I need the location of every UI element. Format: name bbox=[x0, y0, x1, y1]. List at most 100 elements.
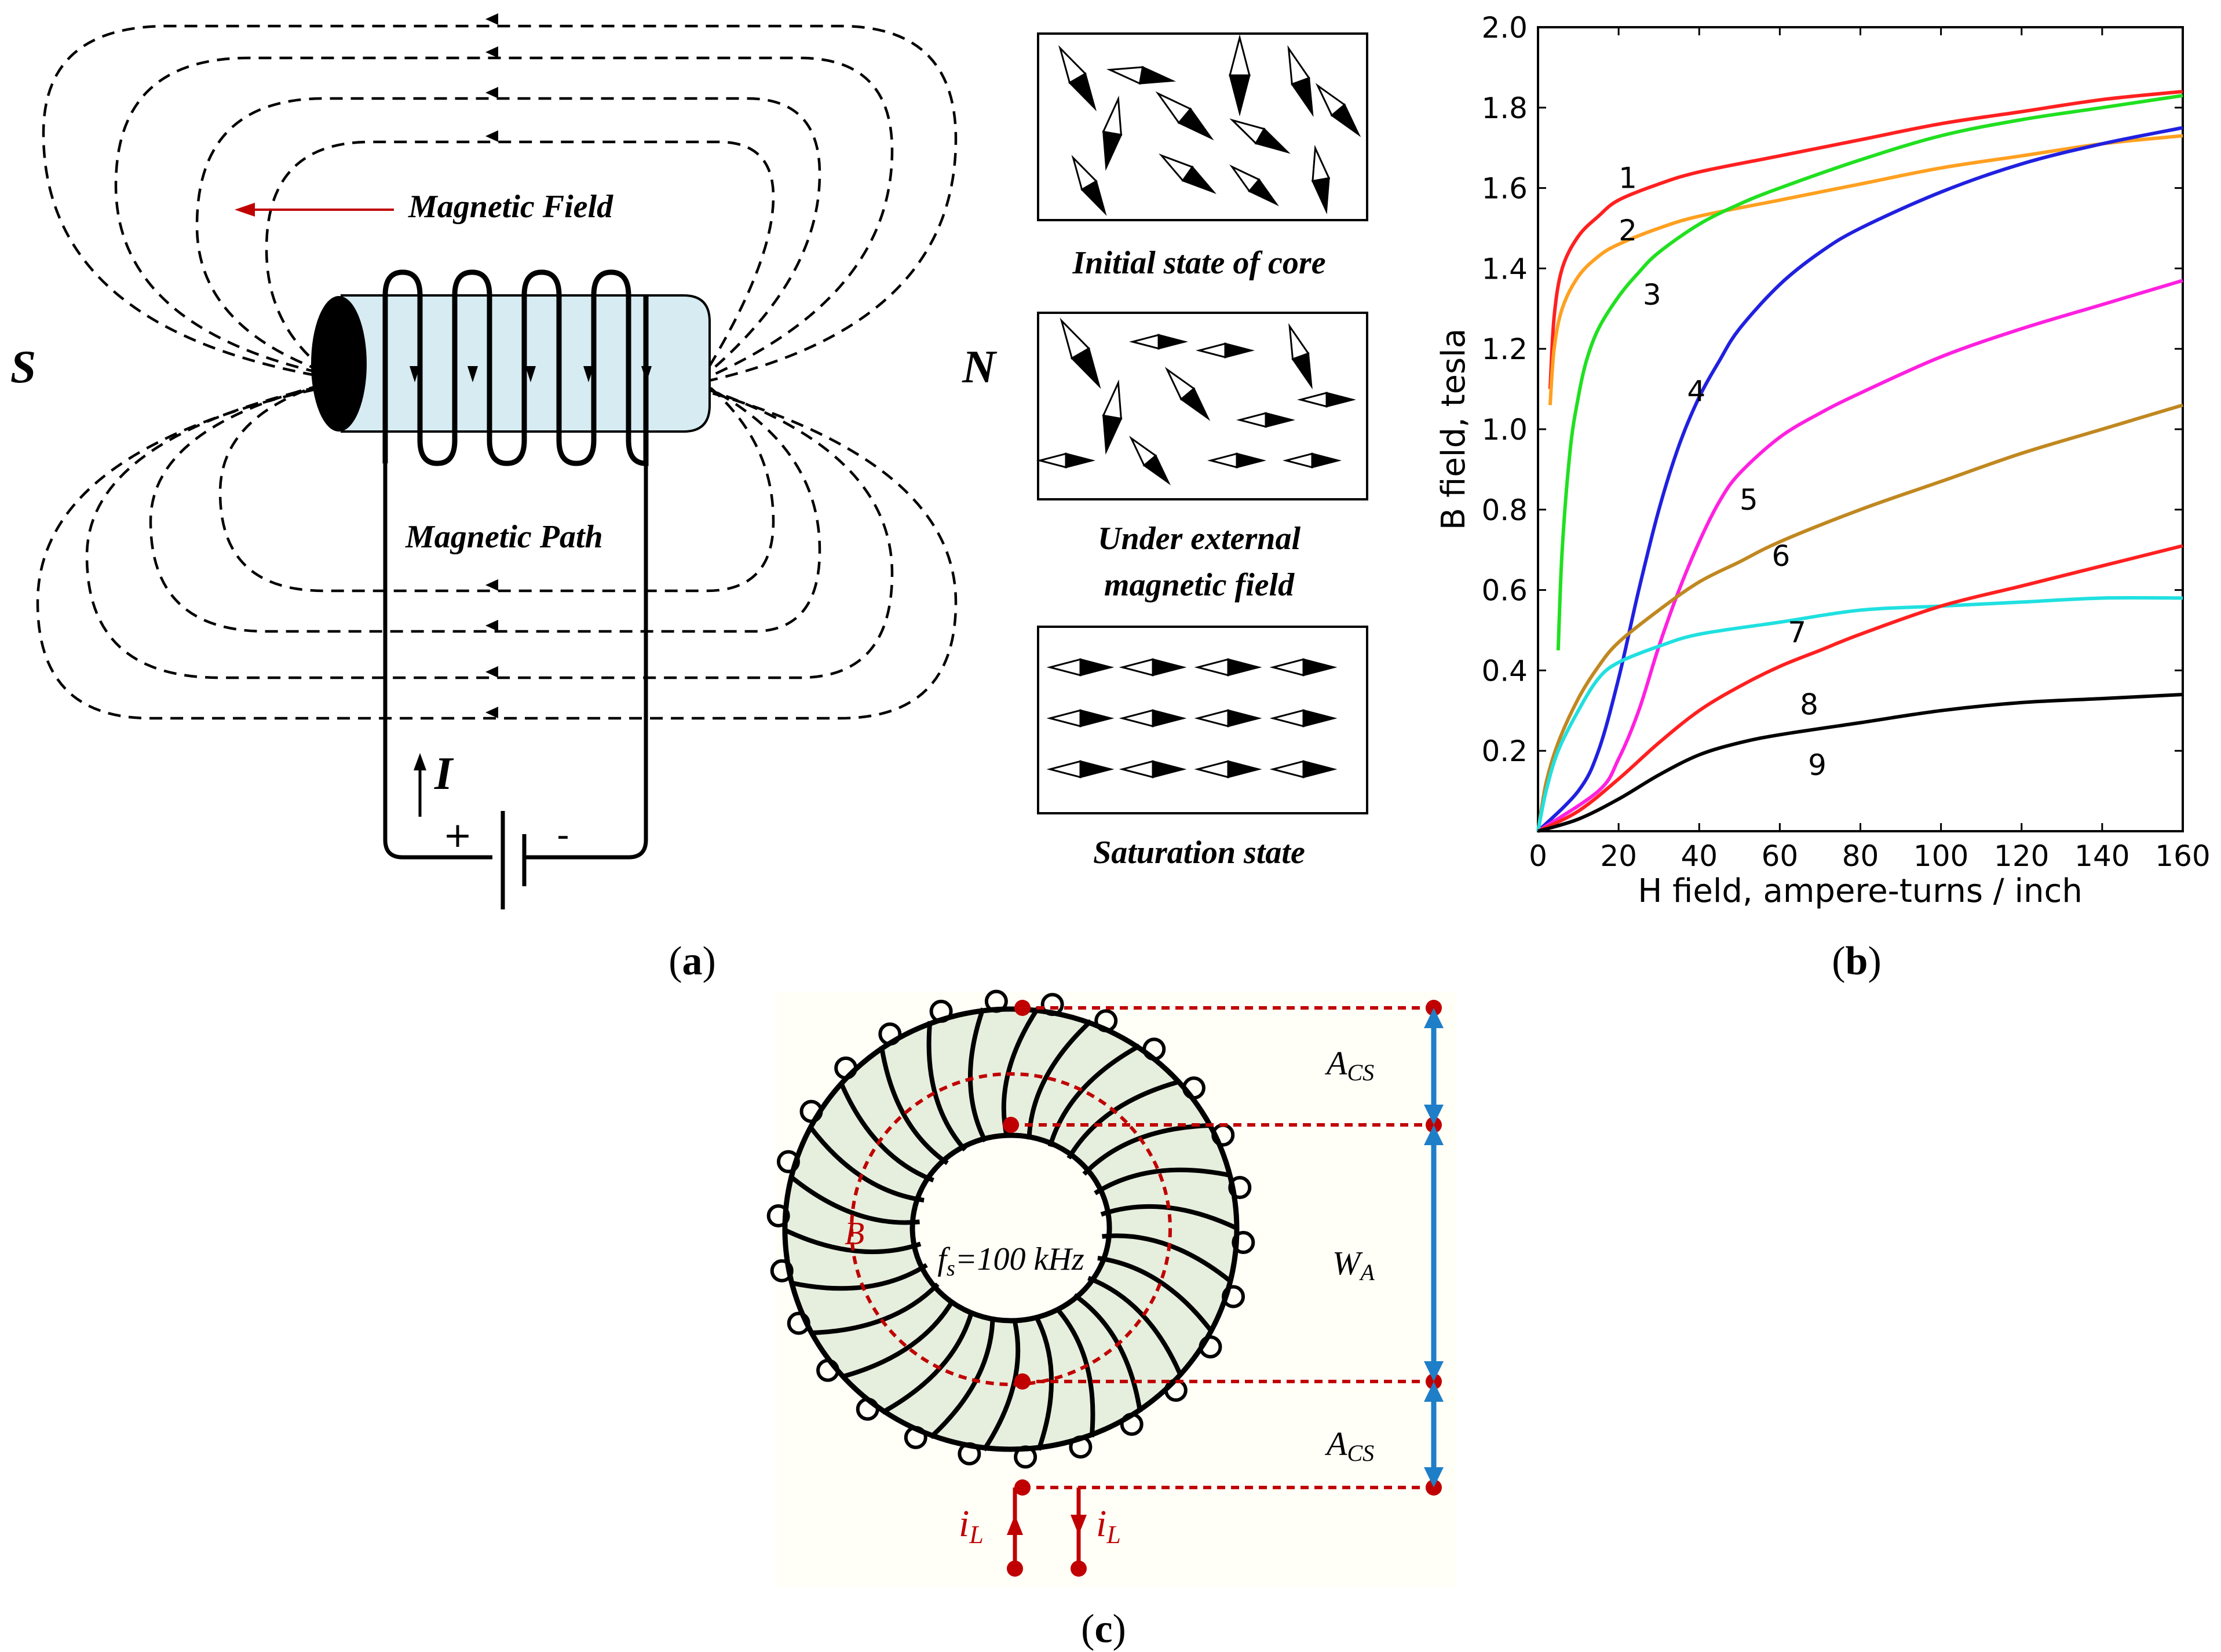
winding-loop bbox=[1069, 1435, 1093, 1459]
domain-needle-external bbox=[1207, 452, 1266, 469]
dim-label-acs-top: ACS bbox=[1324, 1044, 1374, 1086]
series-line-1 bbox=[1548, 90, 2183, 389]
current-out-label: iL bbox=[1096, 1503, 1121, 1549]
panel-c: ACS WA ACS B fs=100 kHz iL iL (c) bbox=[766, 989, 1457, 1651]
y-tick-label: 0.4 bbox=[1481, 654, 1528, 688]
winding-loop bbox=[1014, 1445, 1038, 1469]
magnetic-path-label: Magnetic Path bbox=[405, 519, 603, 555]
x-tick-label: 0 bbox=[1529, 839, 1547, 873]
y-tick-label: 0.8 bbox=[1481, 494, 1528, 527]
field-loop-upper-4 bbox=[42, 24, 958, 383]
domain-needle-external bbox=[1288, 323, 1313, 390]
series-line-9 bbox=[1537, 693, 2183, 833]
domain-needle-saturated bbox=[1194, 760, 1262, 779]
winding-turn bbox=[926, 1021, 967, 1152]
coil-current-arrows bbox=[410, 366, 652, 382]
field-lines bbox=[36, 24, 958, 720]
field-arrowheads bbox=[485, 13, 498, 718]
domain-needle-external bbox=[1036, 452, 1095, 469]
series-line-7 bbox=[1536, 595, 2183, 832]
winding-turn bbox=[840, 1299, 955, 1380]
domain-needle-saturated bbox=[1194, 709, 1262, 728]
x-tick-label: 60 bbox=[1762, 839, 1799, 873]
field-loop-upper-1 bbox=[265, 140, 775, 372]
domain-needle-external bbox=[1129, 436, 1171, 485]
domain-needle-saturated bbox=[1119, 709, 1187, 728]
domain-needle-saturated bbox=[1269, 658, 1338, 677]
series-label-6: 6 bbox=[1771, 539, 1790, 573]
winding-loop bbox=[929, 999, 953, 1023]
series-label-2: 2 bbox=[1619, 214, 1637, 247]
domain-needle-initial bbox=[1106, 65, 1177, 85]
current-in-label: iL bbox=[959, 1503, 984, 1549]
domain-needle-external bbox=[1196, 342, 1255, 359]
field-loop-lower-1 bbox=[218, 382, 775, 593]
y-tick-label: 1.6 bbox=[1481, 172, 1528, 206]
domain-needle-initial bbox=[1229, 34, 1251, 116]
winding-turn bbox=[1087, 1275, 1183, 1377]
domain-caption-saturation: Saturation state bbox=[1093, 835, 1305, 871]
domain-needle-initial bbox=[1159, 153, 1217, 194]
domain-needle-saturated bbox=[1119, 760, 1187, 779]
y-tick-label: 1.8 bbox=[1481, 92, 1528, 125]
field-loop-upper-3 bbox=[114, 56, 894, 379]
y-tick-label: 0.6 bbox=[1481, 574, 1528, 608]
domain-box-initial: Initial state of core bbox=[1037, 32, 1368, 281]
y-tick-label: 1.2 bbox=[1481, 332, 1528, 366]
winding-loop bbox=[770, 1259, 794, 1282]
x-tick-label: 160 bbox=[2155, 839, 2210, 873]
domain-needle-initial bbox=[1311, 144, 1331, 215]
domain-needle-initial bbox=[1287, 45, 1314, 117]
winding-loop bbox=[1182, 1076, 1206, 1100]
domain-needle-initial bbox=[1155, 91, 1214, 141]
x-tick-label: 100 bbox=[1913, 839, 1968, 873]
winding-loop bbox=[776, 1150, 800, 1174]
dim-label-wa: WA bbox=[1332, 1244, 1375, 1285]
winding-turn bbox=[788, 1174, 920, 1225]
winding-loop bbox=[1094, 1009, 1118, 1033]
current-arrow bbox=[414, 753, 426, 817]
winding-turn bbox=[1094, 1167, 1232, 1196]
winding-loop bbox=[816, 1358, 840, 1382]
domain-needle-saturated bbox=[1046, 760, 1115, 779]
dimension-dots bbox=[1003, 1000, 1442, 1496]
pole-south-label: S bbox=[10, 342, 36, 393]
solenoid-core bbox=[311, 294, 711, 433]
domain-needle-saturated bbox=[1194, 658, 1262, 677]
field-loop-lower-2 bbox=[149, 383, 821, 633]
domain-caption-external: Under external bbox=[1098, 521, 1301, 557]
series-line-8 bbox=[1537, 544, 2183, 833]
domain-needle-initial bbox=[1229, 118, 1291, 154]
battery-plus-label: + bbox=[443, 815, 472, 856]
domain-needle-saturated bbox=[1269, 709, 1338, 728]
domain-needle-saturated bbox=[1119, 658, 1187, 677]
winding-loop bbox=[958, 1442, 981, 1465]
winding-turn bbox=[838, 1081, 934, 1183]
winding-turn bbox=[1100, 1204, 1239, 1231]
series-label-7: 7 bbox=[1788, 616, 1806, 649]
y-tick-label: 0.2 bbox=[1481, 734, 1528, 768]
winding-turn bbox=[783, 1227, 922, 1255]
winding-loop bbox=[1120, 1412, 1144, 1436]
core-end-face bbox=[311, 296, 367, 432]
winding-loop bbox=[856, 1397, 879, 1421]
domain-caption-initial: Initial state of core bbox=[1072, 245, 1325, 281]
battery-minus-label: - bbox=[557, 815, 569, 856]
winding-loop bbox=[1232, 1230, 1255, 1254]
dimension-arrows bbox=[1424, 1008, 1444, 1487]
pole-north-label: N bbox=[962, 342, 998, 393]
dimension-guides bbox=[1011, 1006, 1434, 1489]
winding-loop bbox=[834, 1056, 858, 1080]
current-label: I bbox=[434, 748, 454, 799]
series-line-6 bbox=[1536, 403, 2183, 832]
winding-loop bbox=[1222, 1285, 1245, 1309]
domain-needle-external bbox=[1283, 452, 1342, 469]
panel-a-label: (a) bbox=[669, 939, 716, 984]
winding-loop bbox=[904, 1426, 927, 1449]
domain-box-external: Under external magnetic field bbox=[1036, 312, 1368, 603]
winding-loop bbox=[1228, 1176, 1252, 1200]
domain-needle-external bbox=[1297, 392, 1356, 408]
winding-loop bbox=[984, 989, 1008, 1013]
current-leads bbox=[1007, 1487, 1087, 1577]
domain-needle-saturated bbox=[1046, 658, 1115, 677]
